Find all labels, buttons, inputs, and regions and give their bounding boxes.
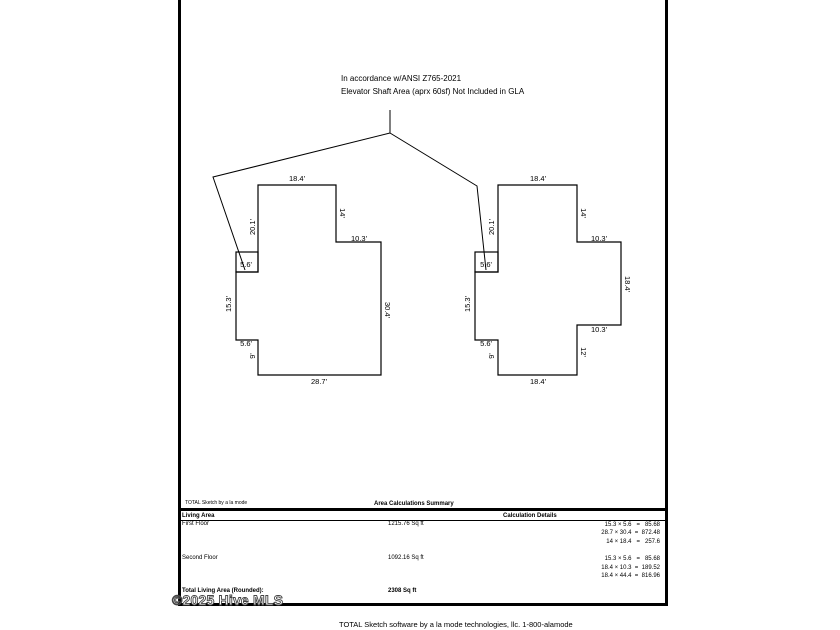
summary-title: Area Calculations Summary [374,501,454,507]
callout-line-right [389,132,487,271]
f1-dim-bottom: 28.7' [311,377,328,386]
f1-dim-lower-left: 9' [248,353,257,359]
second-calc-3: 18.4 × 44.4 = 816.96 [601,573,660,579]
f1-dim-top: 18.4' [289,174,306,183]
f2-dim-left-mid: 15.3' [463,295,472,312]
f1-dim-notch-h: 10.3' [351,234,368,243]
summary-rule [178,508,665,511]
f1-dim-notch-v: 14' [338,208,347,218]
callout-line-left [212,132,391,271]
first-floor-label: First Floor [182,521,209,527]
second-calc-2: 18.4 × 10.3 = 189.52 [601,565,660,571]
first-floor-elevator [235,251,259,273]
f2-dim-notch-v: 14' [579,208,588,218]
f1-dim-left-mid: 15.3' [224,295,233,312]
sketch-page-frame [178,0,668,606]
f1-dim-right: 30.4' [383,302,392,319]
f2-dim-lower-notch-v: 12' [579,347,588,357]
f2-dim-elevator: 5.6' [480,260,492,269]
first-calc-2: 28.7 × 30.4 = 872.48 [601,530,660,536]
mls-watermark: ©2025 Hive MLS [172,592,284,609]
calc-details-header: Calculation Details [503,513,557,519]
f2-dim-right: 18.4' [623,276,632,293]
software-footer: TOTAL Sketch software by a la mode techn… [339,620,573,629]
f2-dim-lower-left: 9' [487,353,496,359]
first-floor-outline [235,184,382,376]
second-floor-area: 1092.16 Sq ft [388,555,424,561]
f1-dim-left-upper: 20.1' [248,218,257,235]
living-area-header: Living Area [182,513,215,519]
ansi-note: In accordance w/ANSI Z765-2021 [341,74,462,83]
first-calc-3: 14 × 18.4 = 257.6 [606,539,660,545]
second-calc-1: 15.3 × 5.6 = 85.68 [604,556,660,562]
total-living-value: 2308 Sq ft [388,588,417,594]
header-underline [178,520,665,521]
f2-dim-bottom: 18.4' [530,377,547,386]
total-living-label: Total Living Area (Rounded): [182,588,264,594]
f2-dim-lower-jog: 5.6' [480,339,492,348]
second-floor-label: Second Floor [182,555,218,561]
second-floor-elevator [474,251,499,273]
first-floor-area: 1215.76 Sq ft [388,521,424,527]
elevator-note: Elevator Shaft Area (aprx 60sf) Not Incl… [341,87,525,96]
f1-dim-lower-jog: 5.6' [240,339,252,348]
second-floor-outline [474,184,622,376]
f2-dim-top: 18.4' [530,174,547,183]
sketch-credit: TOTAL Sketch by a la mode [185,500,248,506]
f2-dim-lower-notch-h: 10.3' [591,325,608,334]
f2-dim-notch-h: 10.3' [591,234,608,243]
f1-dim-elevator: 5.6' [240,260,252,269]
first-calc-1: 15.3 × 5.6 = 85.68 [604,522,660,528]
f2-dim-left-upper: 20.1' [487,218,496,235]
